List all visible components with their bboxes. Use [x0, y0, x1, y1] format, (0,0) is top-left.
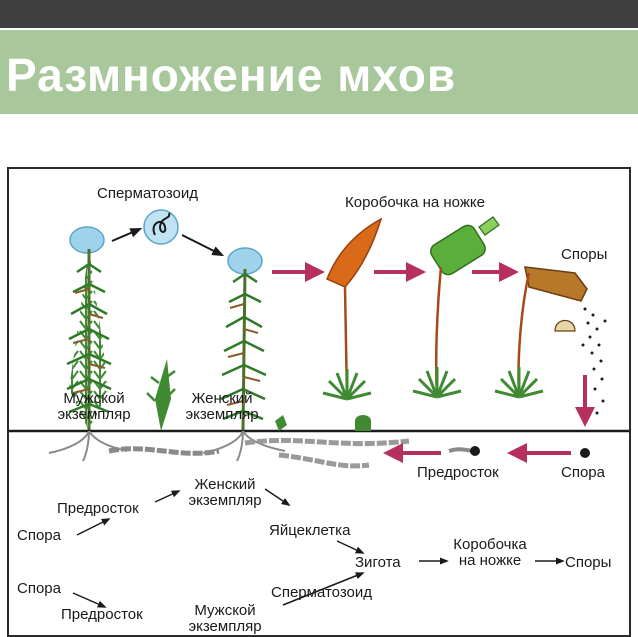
spores-dots: [581, 307, 607, 415]
spermatozoid-icon: [152, 212, 171, 236]
label-capsule-on-stalk: Коробочка на ножке: [345, 194, 485, 211]
female-moss-plant: [220, 247, 267, 432]
protonema-filament: [244, 437, 410, 447]
scheme-arrows: [72, 488, 565, 608]
label-protonema: Предросток: [417, 464, 499, 481]
capsule-lid-icon: [554, 319, 576, 332]
bud-icon: [355, 415, 371, 431]
moss-life-cycle-diagram: Сперматозоид Коробочка на ножке Споры Му…: [7, 167, 631, 637]
bud-icon: [275, 415, 287, 431]
scheme-spores: Споры: [565, 554, 612, 571]
diagram-illustration: [9, 209, 629, 608]
scheme-male-plant: Мужской экземпляр: [188, 602, 262, 635]
arrow-spermatozoid-to-female: [181, 234, 225, 257]
protonema-filament: [108, 446, 220, 456]
scheme-spore-2: Спора: [17, 580, 61, 597]
slide-title: Размножение мхов: [6, 49, 457, 101]
scheme-female-plant: Женский экземпляр: [188, 476, 262, 509]
protonema-icon: [470, 446, 480, 456]
young-capsule-sporophyte: [322, 217, 383, 401]
top-strip: [0, 0, 638, 28]
scheme-protonema-2: Предросток: [61, 606, 143, 623]
label-spermatozoid: Сперматозоид: [97, 185, 199, 202]
male-moss-plant: [66, 226, 112, 431]
arrow-male-to-spermatozoid: [111, 228, 143, 242]
scheme-egg-cell: Яйцеклетка: [269, 522, 351, 539]
water-drop-icon: [69, 226, 105, 254]
scheme-spermatozoid: Сперматозоид: [271, 584, 373, 601]
protonema-filament: [278, 452, 370, 469]
spore-icon: [580, 448, 590, 458]
open-capsule-releasing-spores: [494, 266, 607, 415]
scheme-spore-1: Спора: [17, 527, 61, 544]
label-spore: Спора: [561, 464, 605, 481]
label-spores: Споры: [561, 246, 608, 263]
spermatozoid-drop: [143, 209, 179, 245]
label-male-plant: Мужской экземпляр: [57, 390, 131, 423]
title-band: [0, 30, 638, 114]
scheme-protonema-1: Предросток: [57, 500, 139, 517]
mature-capsule-sporophyte: [412, 216, 500, 399]
label-female-plant: Женский экземпляр: [185, 390, 259, 423]
scheme-capsule-on-stalk: Коробочка на ножке: [453, 536, 527, 569]
scheme-zygote: Зигота: [355, 554, 401, 571]
